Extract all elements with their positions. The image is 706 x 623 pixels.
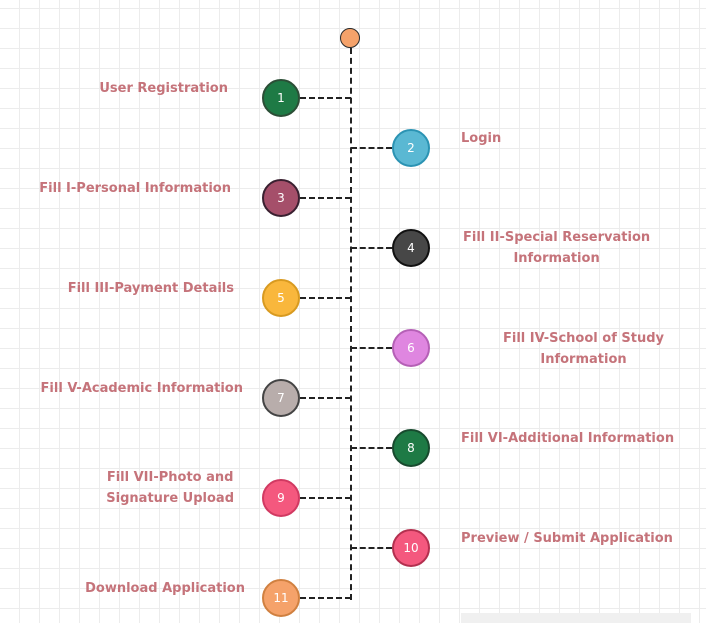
start-dot — [340, 28, 360, 48]
step-connector — [300, 197, 351, 199]
step-2-label: Login — [461, 131, 502, 146]
step-1-label: User Registration — [99, 81, 228, 96]
step-6-circle: 6 — [392, 329, 430, 367]
step-connector — [351, 247, 392, 249]
step-connector — [351, 547, 392, 549]
step-2-circle: 2 — [392, 129, 430, 167]
step-4-label: Fill II-Special Reservation Information — [463, 230, 651, 266]
step-10-label: Preview / Submit Application — [461, 531, 673, 546]
step-4-circle: 4 — [392, 229, 430, 267]
step-connector — [300, 297, 351, 299]
step-1-circle: 1 — [262, 79, 300, 117]
step-7-label: Fill V-Academic Information — [40, 381, 243, 396]
step-5-label: Fill III-Payment Details — [67, 281, 234, 296]
step-connector — [351, 347, 392, 349]
step-9-label: Fill VII-Photo and Signature Upload — [106, 470, 234, 506]
step-8-circle: 8 — [392, 429, 430, 467]
step-7-circle: 7 — [262, 379, 300, 417]
step-connector — [300, 97, 351, 99]
step-8-label: Fill VI-Additional Information — [461, 431, 675, 446]
step-10-circle: 10 — [392, 529, 430, 567]
step-11-circle: 11 — [262, 579, 300, 617]
step-6-label: Fill IV-School of Study Information — [502, 331, 664, 367]
step-connector — [351, 147, 392, 149]
placeholder-block — [461, 613, 691, 623]
step-3-circle: 3 — [262, 179, 300, 217]
step-3-label: Fill I-Personal Information — [39, 181, 231, 196]
step-5-circle: 5 — [262, 279, 300, 317]
timeline-spine — [350, 48, 352, 600]
step-11-label: Download Application — [85, 581, 245, 596]
step-9-circle: 9 — [262, 479, 300, 517]
step-connector — [300, 397, 351, 399]
step-connector — [300, 497, 351, 499]
step-connector — [351, 447, 392, 449]
step-connector — [300, 597, 351, 599]
